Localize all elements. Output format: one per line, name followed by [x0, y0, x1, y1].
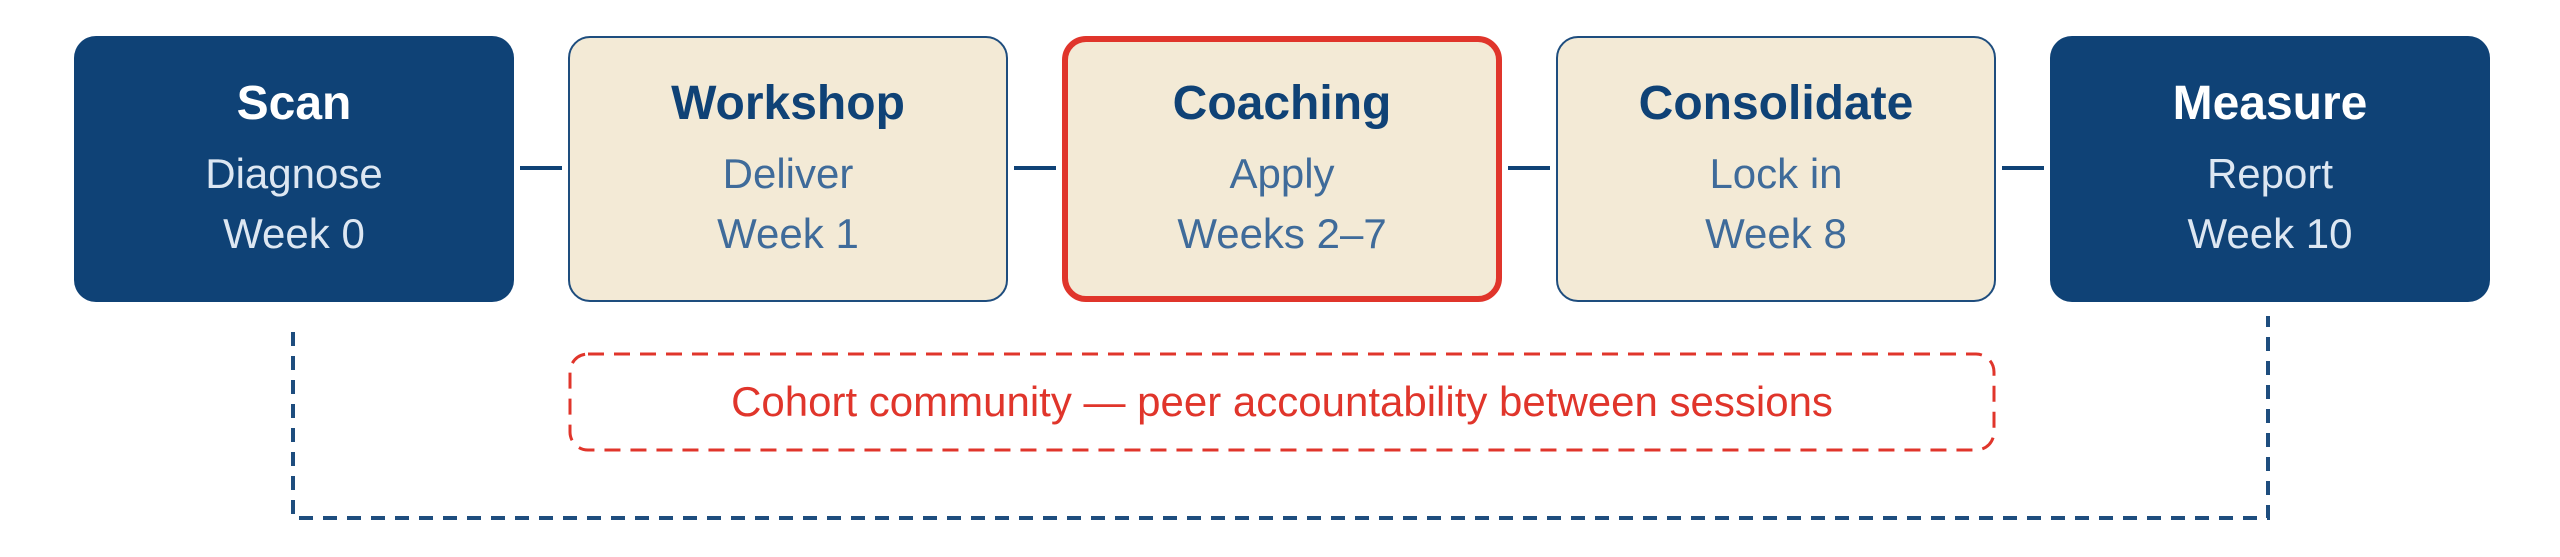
stage-measure-timing: Week 10	[2187, 210, 2353, 257]
stage-workshop-activity: Deliver	[722, 150, 854, 198]
stage-scan-activity: Diagnose	[205, 150, 383, 198]
stage-consolidate-timing: Week 8	[1705, 210, 1847, 257]
stage-scan-timing: Week 0	[223, 210, 365, 257]
stage-coaching-activity: Apply	[1229, 150, 1335, 198]
stage-measure-activity: Report	[2206, 150, 2334, 198]
stage-workshop-timing: Week 1	[717, 210, 859, 257]
stage-scan: Scan Diagnose Week 0	[74, 36, 514, 302]
stage-consolidate-activity: Lock in	[1709, 150, 1843, 198]
stage-workshop: Workshop Deliver Week 1	[568, 36, 1008, 302]
stage-measure-title: Measure	[2172, 77, 2368, 131]
stage-consolidate: Consolidate Lock in Week 8	[1556, 36, 1996, 302]
cohort-community-label: Cohort community — peer accountability b…	[731, 378, 1833, 425]
stage-coaching-timing: Weeks 2–7	[1177, 210, 1387, 257]
stage-scan-title: Scan	[236, 77, 352, 131]
stage-coaching: Coaching Apply Weeks 2–7	[1062, 36, 1502, 302]
stage-measure: Measure Report Week 10	[2050, 36, 2490, 302]
stage-coaching-title: Coaching	[1172, 77, 1392, 131]
stage-workshop-title: Workshop	[671, 77, 905, 131]
stage-consolidate-title: Consolidate	[1638, 77, 1914, 131]
